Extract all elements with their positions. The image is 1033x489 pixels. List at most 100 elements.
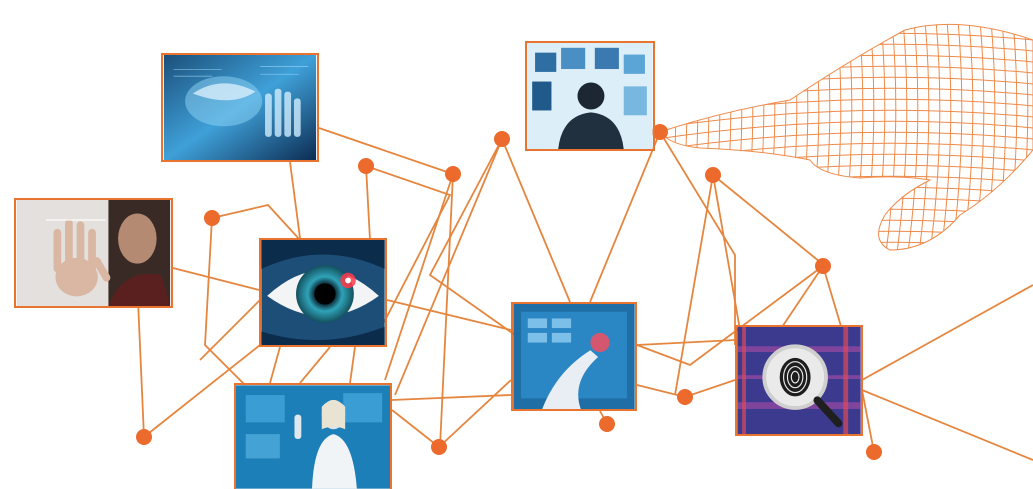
connection-line — [289, 161, 301, 239]
hand-outline — [659, 23, 1033, 251]
connection-line — [137, 299, 145, 438]
connection-line — [269, 346, 281, 384]
photo-virtual-woman-interface — [234, 383, 392, 489]
photo-hand-touch-screen — [511, 302, 637, 411]
photo-screens-viewer — [525, 41, 655, 151]
mesh-line — [829, 24, 842, 250]
mesh-line — [660, 142, 1033, 163]
photo-hand-scan-woman — [14, 198, 173, 308]
network-node — [599, 416, 615, 432]
connection-line — [779, 265, 824, 331]
mesh-line — [660, 109, 1033, 130]
connection-line — [589, 131, 661, 303]
mesh-line — [660, 76, 1033, 97]
connection-line — [349, 346, 356, 384]
connection-line — [143, 344, 261, 438]
mesh-line — [906, 24, 919, 250]
connection-line — [636, 265, 824, 367]
mesh-line — [873, 24, 886, 250]
touch-screen-icon — [513, 304, 635, 409]
mesh-line — [763, 24, 776, 250]
mesh-line — [660, 32, 1033, 53]
mesh-line — [862, 24, 875, 250]
mesh-line — [730, 24, 743, 250]
network-node — [705, 167, 721, 183]
connection-line — [204, 217, 246, 386]
mesh-line — [660, 98, 1033, 119]
connection-line — [318, 127, 454, 175]
connection-line — [861, 389, 1033, 461]
mesh-line — [961, 24, 974, 250]
mesh-line — [752, 24, 765, 250]
mesh-line — [1016, 24, 1029, 250]
connection-line — [861, 389, 875, 453]
fingerprint-magnifier-icon — [737, 327, 861, 434]
network-node — [136, 429, 152, 445]
connection-line — [391, 394, 512, 401]
mesh-line — [697, 24, 710, 250]
photo-digital-face-hand — [161, 53, 319, 162]
mesh-line — [917, 24, 930, 250]
connection-line — [365, 165, 371, 241]
connection-line — [636, 339, 736, 346]
connection-line — [501, 138, 571, 303]
mesh-line — [660, 120, 1033, 141]
mesh-line — [660, 24, 1033, 42]
network-node — [431, 439, 447, 455]
face-touch-data-icon — [163, 55, 317, 160]
connection-line — [391, 409, 440, 448]
mesh-line — [660, 54, 1033, 75]
connection-line — [428, 138, 516, 336]
eye-icon — [261, 240, 385, 345]
connection-line — [712, 174, 826, 267]
network-node — [445, 166, 461, 182]
mesh-line — [660, 131, 1033, 152]
network-node — [204, 210, 220, 226]
mesh-line — [660, 65, 1033, 86]
mesh-line — [1005, 24, 1018, 250]
mesh-line — [840, 24, 853, 250]
mesh-line — [660, 219, 1033, 240]
virtual-assistant-icon — [236, 385, 390, 489]
mesh-line — [818, 24, 831, 250]
mesh-line — [660, 87, 1033, 108]
connection-line — [394, 138, 503, 396]
connection-line — [438, 379, 512, 448]
network-node — [866, 444, 882, 460]
connection-line — [439, 173, 454, 448]
mesh-line — [939, 24, 952, 250]
network-node — [815, 258, 831, 274]
connection-line — [211, 204, 301, 241]
mesh-line — [650, 253, 1033, 272]
photo-eye-iris-scan — [259, 238, 387, 347]
mesh-line — [884, 24, 897, 250]
connection-line — [384, 173, 454, 381]
person-screens-icon — [527, 43, 653, 149]
connection-line — [674, 174, 714, 396]
mesh-line — [660, 241, 1033, 250]
network-node — [652, 124, 668, 140]
mesh-line — [774, 24, 787, 250]
mesh-line — [660, 24, 1033, 31]
connection-line — [199, 299, 261, 361]
connection-line — [712, 174, 741, 331]
network-node — [358, 158, 374, 174]
mesh-line — [928, 24, 941, 250]
connection-line — [861, 284, 1033, 381]
mesh-line — [895, 24, 908, 250]
connection-line — [659, 131, 736, 345]
wireframe-pointing-hand-icon — [650, 23, 1033, 272]
network-node — [494, 131, 510, 147]
connection-line — [386, 299, 512, 331]
photo-fingerprint-magnifier — [735, 325, 863, 436]
network-node — [677, 389, 693, 405]
hand-mesh-grid — [650, 24, 1033, 272]
palm-scan-icon — [16, 200, 171, 306]
mesh-line — [660, 230, 1033, 250]
mesh-line — [851, 24, 864, 250]
mesh-line — [741, 24, 754, 250]
mesh-line — [660, 43, 1033, 64]
connection-line — [365, 165, 452, 331]
connection-line — [299, 346, 331, 384]
